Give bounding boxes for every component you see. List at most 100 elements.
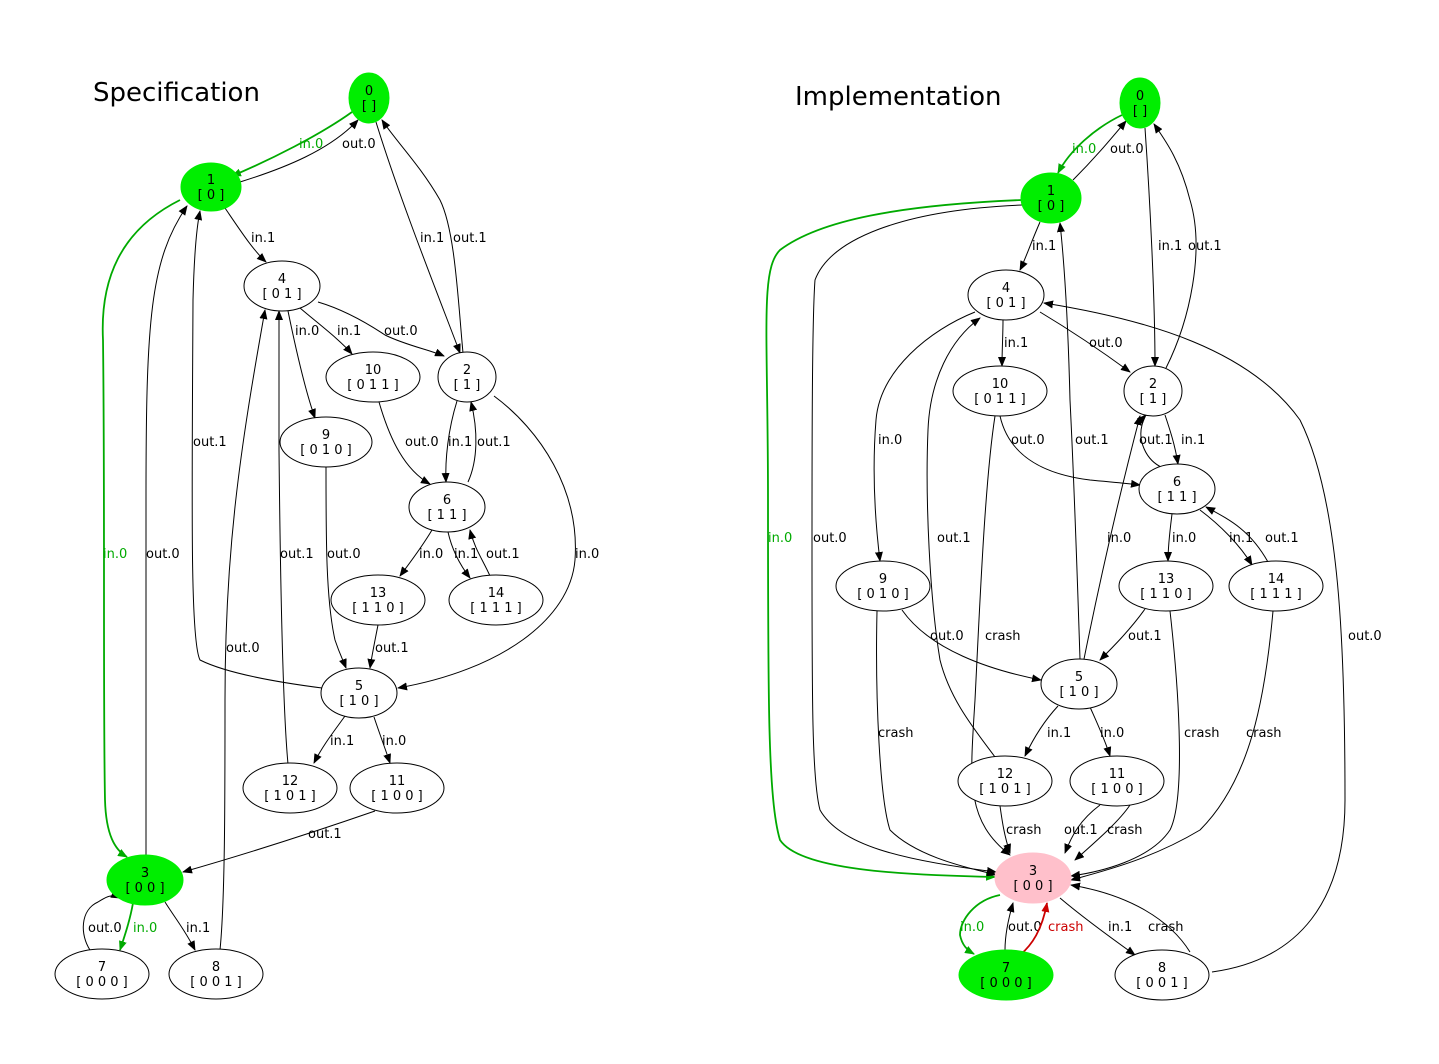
edge-label-1-to-3: in.0 bbox=[768, 531, 792, 546]
edge-1-to-3 bbox=[101, 199, 181, 858]
edge-label-4-to-10: in.1 bbox=[1004, 336, 1028, 351]
state-id-9: 9 bbox=[322, 428, 330, 443]
state-id-13: 13 bbox=[1158, 572, 1175, 587]
edge-1-to-0 bbox=[239, 119, 359, 183]
state-ellipse-3 bbox=[994, 852, 1072, 904]
state-id-13: 13 bbox=[370, 586, 387, 601]
state-node-3: 3[ 0 0 ] bbox=[106, 854, 184, 906]
state-id-14: 14 bbox=[488, 586, 505, 601]
state-ellipse-3 bbox=[106, 854, 184, 906]
edge-label-6-to-14: in.1 bbox=[1229, 531, 1253, 546]
edge-12-to-4 bbox=[275, 310, 289, 765]
state-ellipse-12 bbox=[242, 762, 338, 814]
edge-11-to-3 bbox=[1074, 804, 1131, 861]
state-node-11: 11[ 1 0 0 ] bbox=[1069, 755, 1165, 807]
edge-9-to-5 bbox=[325, 466, 347, 669]
edge-label-10-to-3: crash bbox=[985, 629, 1020, 644]
state-id-3: 3 bbox=[141, 866, 149, 881]
edge-label-3-to-7: in.0 bbox=[960, 920, 984, 935]
edge-14-to-6 bbox=[1205, 506, 1269, 563]
edge-label-2-to-6: in.1 bbox=[1181, 433, 1205, 448]
edge-label-12-to-4: out.1 bbox=[937, 531, 971, 546]
edge-5-to-11 bbox=[373, 716, 391, 764]
state-buffer-9: [ 0 1 0 ] bbox=[857, 587, 909, 602]
edge-2-to-6 bbox=[441, 400, 458, 483]
edge-0-to-2 bbox=[1144, 127, 1159, 367]
edge-0-to-1 bbox=[1057, 114, 1123, 174]
edge-12-to-4 bbox=[926, 317, 996, 758]
edge-4-to-9 bbox=[873, 311, 976, 562]
edge-4-to-10 bbox=[299, 307, 353, 355]
state-ellipse-8 bbox=[1114, 949, 1210, 1001]
edge-10-to-6 bbox=[999, 415, 1141, 488]
edge-label-6-to-2: out.1 bbox=[1139, 433, 1173, 448]
state-id-12: 12 bbox=[997, 767, 1014, 782]
state-node-1: 1[ 0 ] bbox=[1020, 172, 1082, 224]
edge-6-to-14 bbox=[447, 531, 471, 579]
edge-2-to-5 bbox=[397, 395, 576, 691]
edge-label-3-to-1: out.0 bbox=[146, 547, 180, 562]
state-ellipse-6 bbox=[408, 481, 486, 533]
edge-label-4-to-9: in.0 bbox=[878, 433, 902, 448]
state-node-10: 10[ 0 1 1 ] bbox=[325, 351, 421, 403]
edge-9-to-3 bbox=[876, 610, 997, 877]
edge-label-1-to-3: in.0 bbox=[103, 547, 127, 562]
state-id-14: 14 bbox=[1268, 572, 1285, 587]
state-id-1: 1 bbox=[207, 173, 215, 188]
edge-4-to-2 bbox=[317, 301, 445, 357]
edge-label-10-to-6: out.0 bbox=[405, 435, 439, 450]
edge-label-7-to-3: crash bbox=[1048, 920, 1083, 935]
edge-label-1-to-4: in.1 bbox=[1032, 239, 1056, 254]
edge-6-to-13 bbox=[399, 529, 433, 577]
state-node-0: 0[ ] bbox=[348, 72, 390, 124]
state-node-13: 13[ 1 1 0 ] bbox=[1118, 560, 1214, 612]
edge-label-1-to-0: out.0 bbox=[342, 137, 376, 152]
state-buffer-3: [ 0 0 ] bbox=[125, 881, 164, 896]
edge-label-0-to-1: in.0 bbox=[1072, 142, 1096, 157]
state-ellipse-14 bbox=[448, 574, 544, 626]
state-node-7: 7[ 0 0 0 ] bbox=[958, 949, 1054, 1001]
edge-label-9-to-3: crash bbox=[878, 726, 913, 741]
state-ellipse-12 bbox=[957, 755, 1053, 807]
state-ellipse-4 bbox=[243, 260, 321, 312]
state-node-1: 1[ 0 ] bbox=[180, 162, 242, 212]
edge-10-to-3 bbox=[971, 415, 1011, 856]
edge-3-to-8 bbox=[164, 901, 196, 951]
state-id-5: 5 bbox=[355, 679, 363, 694]
edge-14-to-6 bbox=[468, 529, 491, 577]
edge-12-to-3 bbox=[999, 805, 1011, 854]
edge-label-5-to-12: in.1 bbox=[1047, 726, 1071, 741]
edge-5-to-2 bbox=[1083, 415, 1142, 660]
edge-6-to-13 bbox=[1164, 513, 1173, 562]
edge-11-to-3 bbox=[182, 810, 376, 874]
edge-label-6-to-2: out.1 bbox=[477, 435, 511, 450]
edge-label-0-to-2: in.1 bbox=[420, 231, 444, 246]
state-buffer-0: [ ] bbox=[1133, 104, 1147, 119]
state-buffer-2: [ 1 ] bbox=[1140, 392, 1167, 407]
state-node-14: 14[ 1 1 1 ] bbox=[448, 574, 544, 626]
state-node-6: 6[ 1 1 ] bbox=[408, 481, 486, 533]
state-buffer-10: [ 0 1 1 ] bbox=[347, 378, 399, 393]
state-ellipse-10 bbox=[952, 365, 1048, 417]
edge-label-5-to-2: in.0 bbox=[1107, 531, 1131, 546]
edge-4-to-2 bbox=[1039, 311, 1131, 373]
state-buffer-11: [ 1 0 0 ] bbox=[1091, 782, 1143, 797]
edge-label-12-to-3: crash bbox=[1006, 823, 1041, 838]
state-node-3: 3[ 0 0 ] bbox=[994, 852, 1072, 904]
edge-label-0-to-2: in.1 bbox=[1158, 239, 1182, 254]
state-buffer-11: [ 1 0 0 ] bbox=[371, 789, 423, 804]
state-buffer-7: [ 0 0 0 ] bbox=[76, 975, 128, 990]
state-buffer-4: [ 0 1 ] bbox=[986, 296, 1025, 311]
state-node-9: 9[ 0 1 0 ] bbox=[835, 560, 931, 612]
state-ellipse-5 bbox=[320, 667, 398, 719]
edge-label-2-to-5: in.0 bbox=[575, 547, 599, 562]
state-ellipse-1 bbox=[180, 162, 242, 212]
edge-5-to-12 bbox=[313, 715, 346, 764]
state-buffer-12: [ 1 0 1 ] bbox=[264, 789, 316, 804]
edge-label-12-to-4: out.1 bbox=[280, 547, 314, 562]
edge-label-6-to-14: in.1 bbox=[454, 547, 478, 562]
edge-label-1-to-3: out.0 bbox=[813, 531, 847, 546]
state-buffer-4: [ 0 1 ] bbox=[262, 287, 301, 302]
edge-14-to-3 bbox=[1070, 610, 1274, 882]
